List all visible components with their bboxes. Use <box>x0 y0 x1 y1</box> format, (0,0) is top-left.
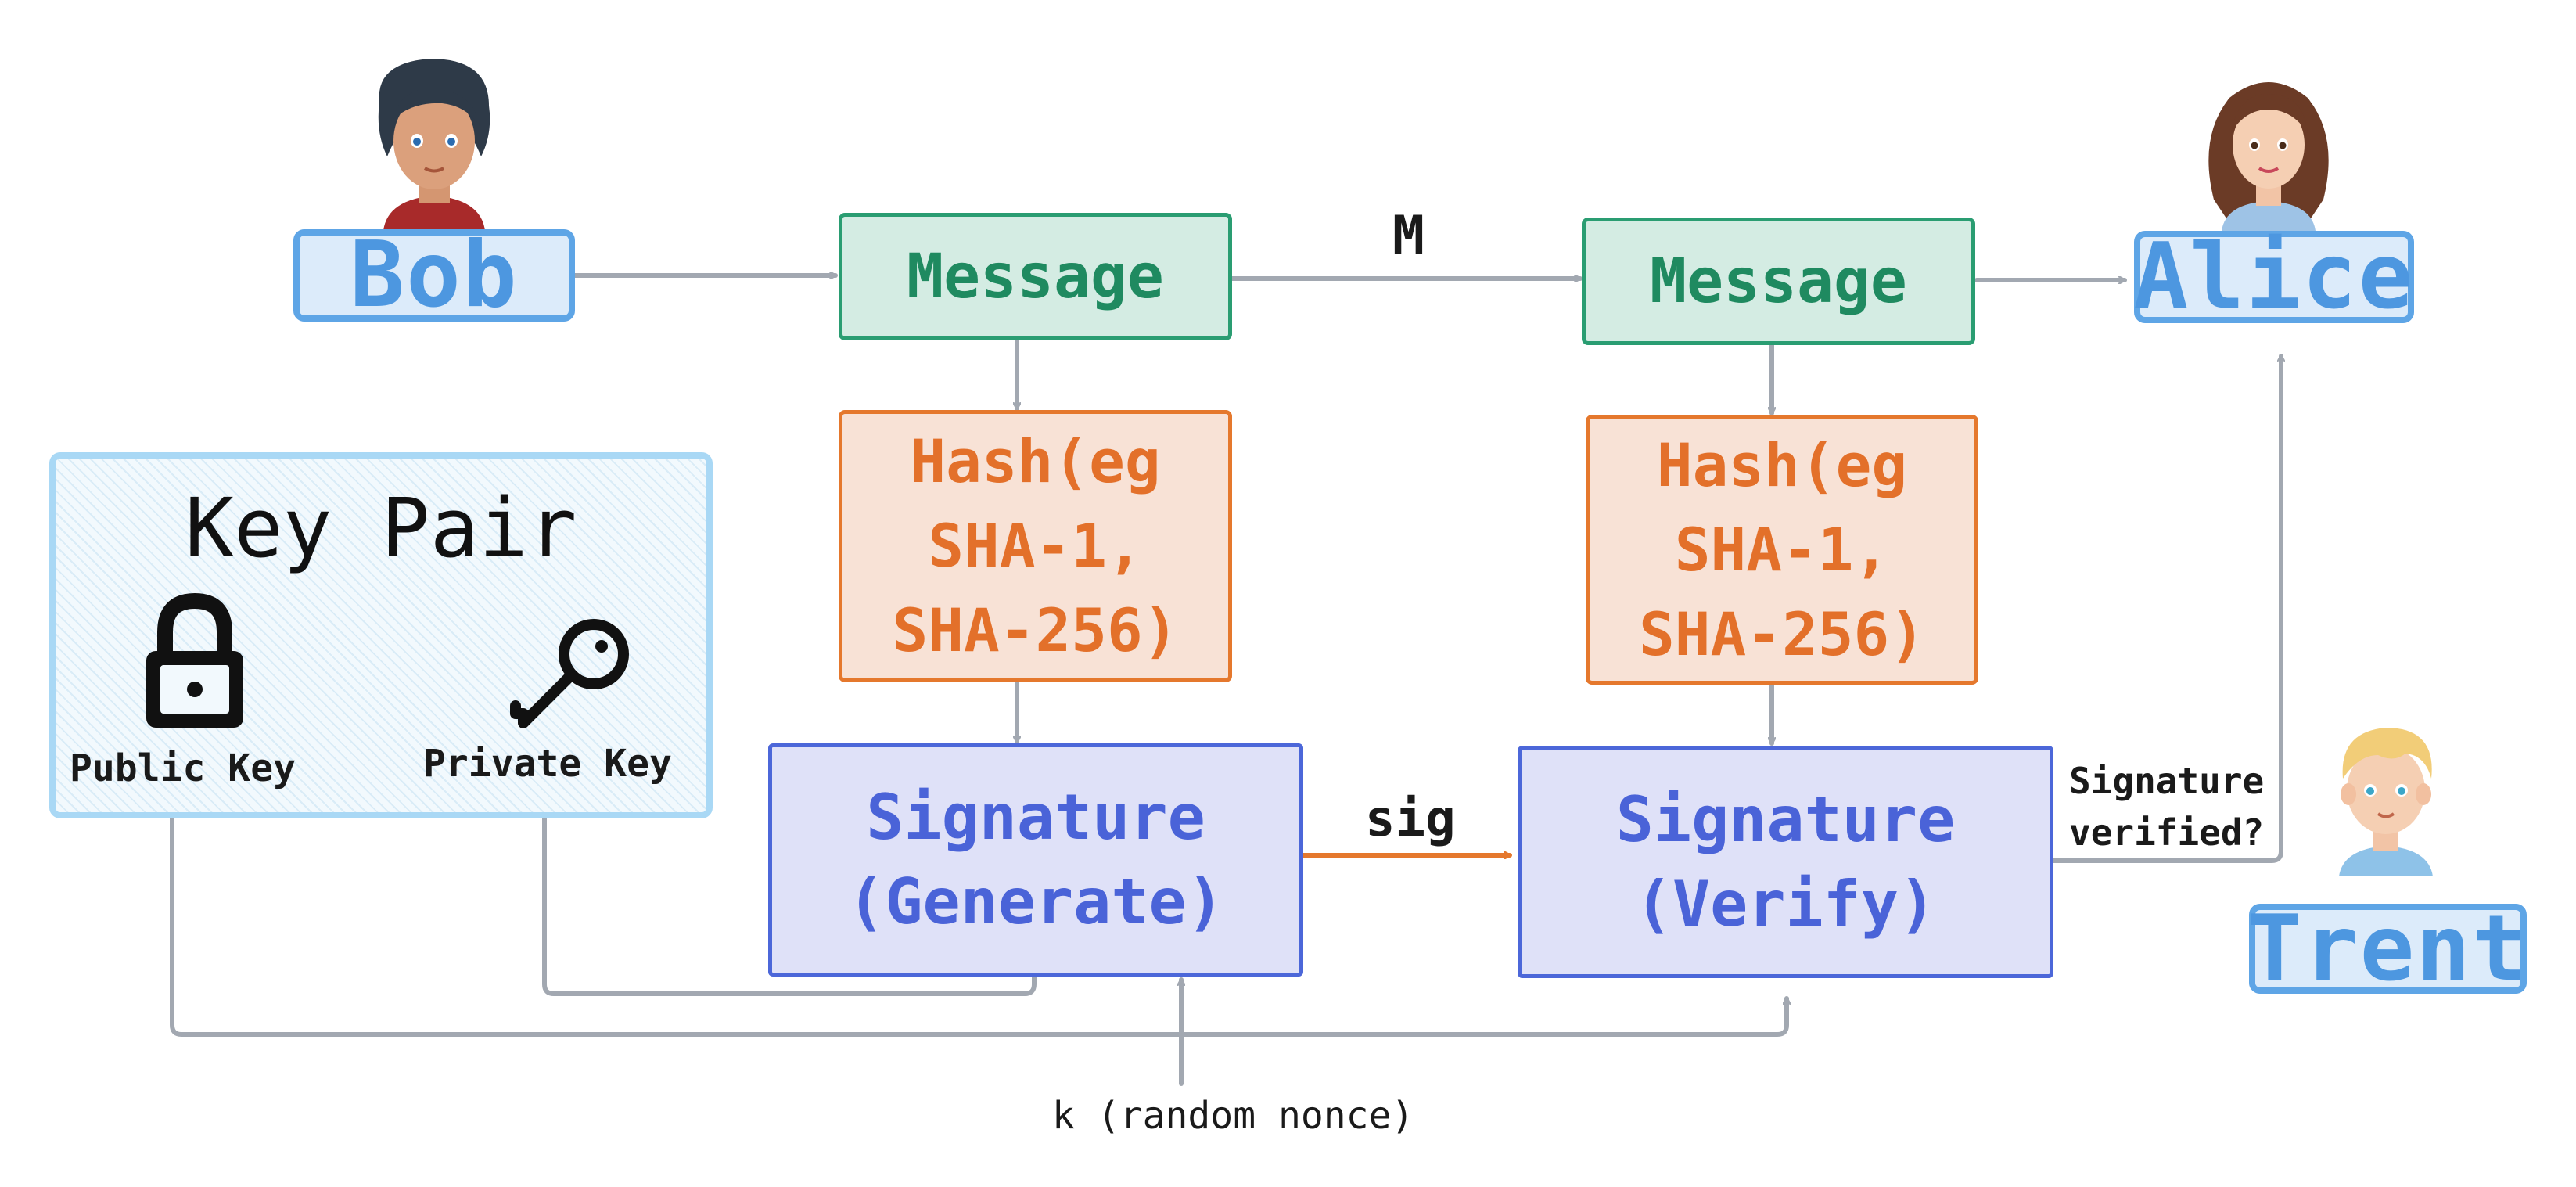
receiver-hash-box: Hash(eg SHA-1, SHA-256) <box>1586 415 1978 685</box>
trent-box: Trent <box>2247 895 2529 1002</box>
bob-box: Bob <box>293 229 575 322</box>
trent-label: Trent <box>2247 895 2529 1002</box>
private-key-label: Private Key <box>423 742 672 786</box>
edge-label-signature-verified: Signature verified? <box>2069 760 2265 854</box>
trent-avatar-icon <box>2339 728 2433 876</box>
sender-hash-box: Hash(eg SHA-1, SHA-256) <box>839 410 1232 682</box>
alice-label: Alice <box>2133 224 2415 329</box>
lock-icon <box>146 592 243 728</box>
receiver-message-box: Message <box>1582 218 1975 345</box>
signature-verify-box: Signature (Verify) <box>1518 746 2053 978</box>
key-pair-title: Key Pair <box>185 480 577 576</box>
edge-label-message: M <box>1392 205 1425 267</box>
key-pair-panel: Key Pair Public Key Private Key <box>49 452 713 818</box>
public-key-label: Public Key <box>70 746 296 790</box>
bob-label: Bob <box>350 222 519 328</box>
key-icon <box>510 619 629 728</box>
arrow-verify-to-alice <box>2051 354 2281 863</box>
alice-box: Alice <box>2133 224 2415 329</box>
edge-label-sig: sig <box>1365 790 1456 848</box>
arrow-public-key-to-verify <box>170 816 1787 1037</box>
edge-label-nonce: k (random nonce) <box>1052 1094 1414 1138</box>
sender-message-box: Message <box>839 213 1232 340</box>
signature-generate-box: Signature (Generate) <box>768 743 1303 977</box>
alice-avatar-icon <box>2208 82 2329 231</box>
bob-avatar-icon <box>378 59 490 231</box>
arrow-private-key-to-generate <box>542 816 1034 996</box>
